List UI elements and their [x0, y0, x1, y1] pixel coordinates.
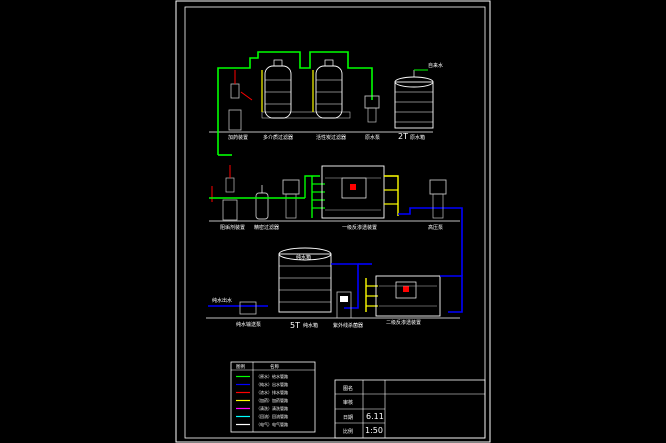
title-block: 图名 审核 日期 6.11 比例 1:50	[334, 379, 486, 439]
row1-filter2-label: 活性炭过滤器	[316, 134, 346, 141]
legend-header-name: 名称	[270, 363, 279, 370]
row2-ro-unit	[321, 165, 385, 219]
row2-blue-pipe	[398, 207, 463, 276]
row1-filter-1	[261, 59, 292, 119]
row2-dosing-unit	[222, 199, 238, 221]
row3-tank: 纯水箱	[278, 247, 332, 313]
row3-tank-volume: 5T	[290, 321, 300, 330]
inner-frame	[184, 6, 486, 439]
title-block-row3-value: 6.11	[366, 412, 384, 421]
title-block-row2-label: 审核	[343, 399, 353, 406]
row1-pump-label: 原水泵	[365, 134, 380, 141]
legend-rows: （原水）给水管路 （纯水）出水管路 （浓水）排水管路 （加药）加药管路 （清洗）清洗管路…	[236, 373, 288, 427]
row1-filter1-label: 多介质过滤器	[263, 134, 293, 141]
legend-item-label: （原水）给水管路	[256, 373, 288, 379]
row1-tank-label: 原水箱	[410, 134, 425, 141]
row2-ro-label: 一级反渗透装置	[342, 224, 377, 231]
row3-uv-sterilizer	[336, 291, 352, 319]
row3-pump-label: 纯水输送泵	[236, 321, 261, 328]
title-block-row1-label: 图名	[343, 385, 353, 392]
legend-item-label: （电气）电气管路	[256, 421, 288, 427]
row3-pump	[239, 301, 257, 315]
row-3: 纯水出水 纯水箱 纯水输送泵	[206, 247, 463, 330]
row2-cartridge-filter	[255, 192, 269, 220]
legend-item-label: （回流）回流管路	[256, 413, 288, 419]
legend-header-symbol: 图例	[236, 363, 245, 370]
legend: 图例 名称 （原水）给水管路 （纯水）出水管路 （浓水）排水管路 （加药）加药管路 （清…	[230, 361, 316, 433]
row3-ro-unit	[375, 275, 441, 317]
title-block-row3-label: 日期	[343, 415, 353, 421]
row3-outlet-label: 纯水出水	[212, 297, 232, 304]
row2-pump-label: 高压泵	[428, 224, 443, 231]
row3-uv-label: 紫外线杀菌器	[333, 322, 363, 329]
row2-cartridge-label: 精密过滤器	[254, 224, 279, 231]
row1-pump	[364, 95, 380, 123]
row3-tank-name: 纯水箱	[296, 254, 311, 261]
row-1: 自来水 加药装置 多介质过滤器 活性炭过滤器 原水泵 2T 原水箱	[209, 51, 443, 156]
outer-frame	[175, 0, 491, 443]
row1-green-pipe	[217, 51, 373, 155]
row2-pump	[282, 179, 300, 195]
row3-ro-label: 二级反渗透装置	[386, 319, 421, 326]
row1-dosing-unit	[228, 109, 242, 131]
row1-inlet-label: 自来水	[428, 62, 443, 69]
row2-dosing-label: 阻垢剂装置	[220, 224, 245, 231]
row1-dosing-label: 加药装置	[228, 134, 248, 141]
row-2: 阻垢剂装置 精密过滤器 一级反渗透装置 高压泵	[209, 165, 463, 276]
row1-tank	[394, 69, 434, 129]
title-block-row4-value: 1:50	[365, 426, 383, 435]
legend-item-label: （清洗）清洗管路	[256, 405, 288, 411]
row3-tank-label: 纯水箱	[303, 322, 318, 329]
row1-tank-volume: 2T	[398, 132, 408, 141]
row1-filter-2	[312, 59, 343, 119]
legend-item-label: （加药）加药管路	[256, 397, 288, 403]
legend-item-label: （浓水）排水管路	[256, 389, 288, 395]
legend-item-label: （纯水）出水管路	[256, 381, 288, 387]
row2-hp-pump	[429, 179, 447, 195]
title-block-row4-label: 比例	[343, 428, 353, 435]
